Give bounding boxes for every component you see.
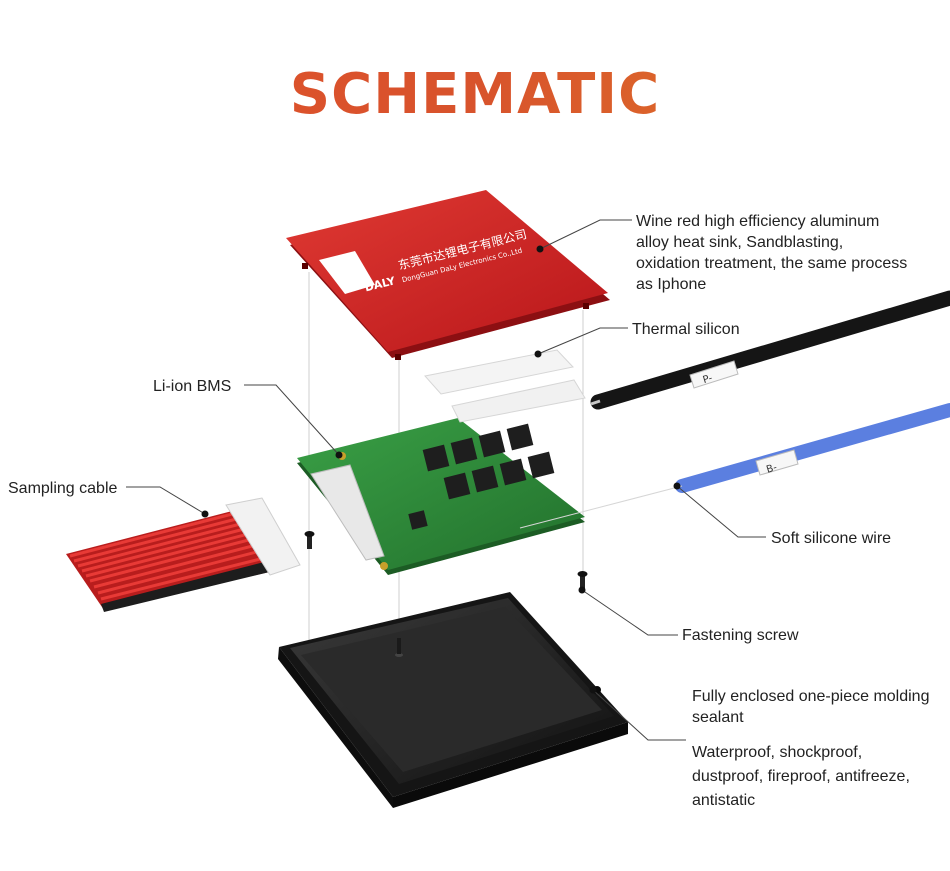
callout-soft-silicone-wire: Soft silicone wire	[771, 530, 892, 547]
heat-sink: DALY 东莞市达锂电子有限公司 DongGuan DaLy Electroni…	[286, 190, 610, 360]
p-minus-cable: P-	[590, 290, 950, 410]
callout-enclosure: Fully enclosed one-piece molding sealant	[692, 688, 930, 726]
p-minus-tag: P-	[702, 373, 715, 386]
sampling-cable	[66, 497, 301, 612]
callout-dots	[201, 245, 681, 694]
callout-leaders	[126, 219, 766, 741]
callout-thermal-silicon: Thermal silicon	[632, 321, 740, 338]
callout-heat-sink: Wine red high efficiency aluminum alloy …	[636, 213, 908, 293]
b-minus-cable: B-	[519, 403, 950, 529]
callout-fastening-screw: Fastening screw	[682, 627, 799, 644]
callout-li-ion-bms: Li-ion BMS	[153, 378, 232, 395]
page-title: SCHEMATIC	[0, 62, 950, 127]
fastening-screws	[304, 531, 588, 589]
callout-protection: Waterproof, shockproof, dustproof, firep…	[692, 744, 910, 809]
b-minus-tag: B-	[765, 462, 779, 476]
thermal-silicon-pads	[424, 349, 586, 423]
enclosure-case	[278, 592, 628, 808]
callout-sampling-cable: Sampling cable	[8, 480, 118, 497]
bms-pcb	[297, 418, 585, 575]
